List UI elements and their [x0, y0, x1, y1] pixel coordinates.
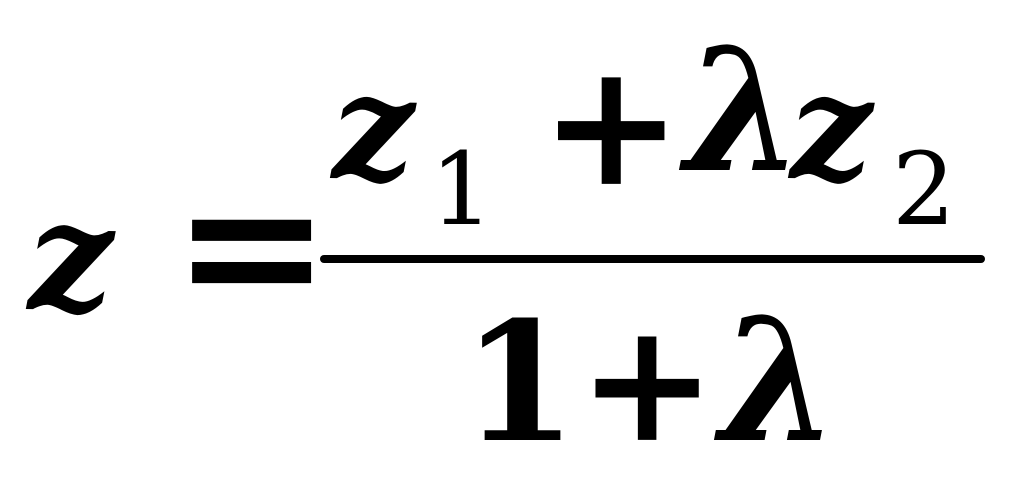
- numerator-lambda: λ: [685, 11, 805, 211]
- denominator-plus-sign: +: [578, 285, 717, 479]
- equals-sign: =: [172, 133, 332, 356]
- denominator-lambda: λ: [720, 281, 840, 481]
- numerator-subscript-2: 2: [892, 131, 956, 248]
- numerator-z2: z: [790, 43, 873, 213]
- numerator-subscript-1: 1: [430, 131, 494, 248]
- denominator-one: 1: [462, 285, 577, 479]
- numerator-z1: z: [332, 43, 415, 213]
- numerator-plus-sign: +: [540, 25, 683, 225]
- fraction-bar: [320, 255, 985, 263]
- lhs-variable-z: z: [28, 169, 114, 345]
